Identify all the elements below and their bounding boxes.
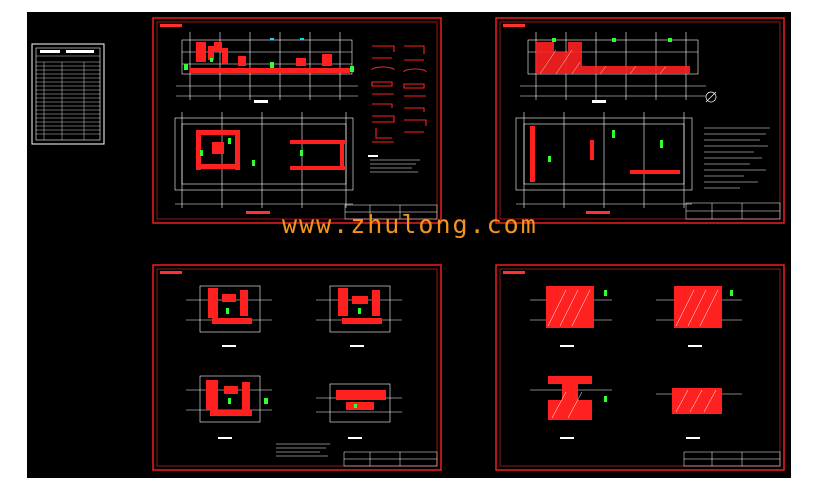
sheet-4-hatched-sections[interactable] [495, 264, 785, 471]
drawing-index-sheet[interactable] [31, 43, 105, 145]
sheet-2-hatched-plan[interactable] [495, 17, 785, 224]
sheet-1-plan[interactable] [152, 17, 442, 224]
model-space-background [27, 12, 791, 478]
sheet-3-detail-views[interactable] [152, 264, 442, 471]
site-watermark: www.zhulong.com [282, 210, 538, 239]
